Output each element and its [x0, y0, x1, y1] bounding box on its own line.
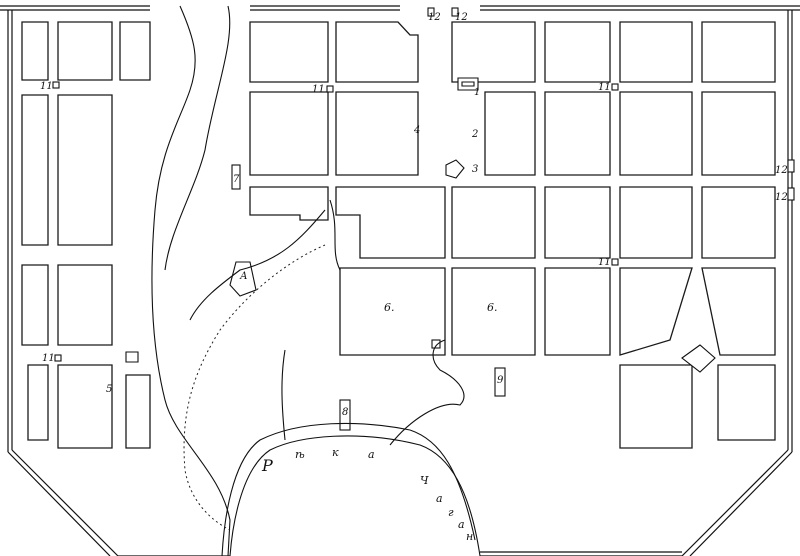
church-icon: [431, 339, 441, 349]
label-8: 8: [342, 407, 349, 418]
block: [619, 91, 693, 176]
church-icon: [681, 344, 716, 373]
block: [249, 21, 329, 83]
label-6b: 6.: [487, 301, 498, 314]
label-3: 3: [472, 164, 479, 175]
block: [701, 186, 776, 259]
block: [125, 374, 151, 449]
label-6a: 6.: [384, 301, 395, 314]
label-11c: 11: [598, 82, 611, 93]
river: [151, 5, 481, 556]
block: [335, 186, 446, 259]
label-11e: 11: [42, 353, 55, 364]
block: [335, 21, 419, 83]
gate-label-right-upper: 12: [775, 165, 788, 176]
block: [451, 21, 536, 83]
block: [335, 91, 419, 176]
marker: [52, 81, 60, 89]
block: [544, 267, 611, 356]
river-letter: а: [458, 518, 465, 531]
block: [57, 21, 113, 81]
block: [544, 186, 611, 259]
block: [544, 91, 611, 176]
legend-label-a: А: [240, 271, 248, 282]
marker: [54, 354, 62, 362]
label-9: 9: [497, 375, 504, 386]
block: [249, 91, 329, 176]
block: [484, 91, 536, 176]
fortification-wall: [0, 5, 800, 556]
block: [57, 264, 113, 346]
marker: [611, 83, 619, 91]
marker: [787, 187, 795, 201]
label-5: 5: [106, 384, 113, 395]
church-icon: [125, 351, 139, 363]
river-letter: ѣ: [295, 448, 305, 461]
block: [57, 94, 113, 246]
church-symbols: [125, 77, 716, 373]
marker: [326, 85, 334, 93]
square-markers: [52, 7, 795, 431]
marker: [611, 258, 619, 266]
label-7: 7: [233, 174, 240, 185]
block: [27, 364, 49, 441]
marker: [494, 367, 506, 397]
marker: [451, 7, 459, 17]
block: [619, 186, 693, 259]
river-letter: Ч: [420, 474, 429, 487]
block: [21, 21, 49, 81]
block: [57, 364, 113, 449]
gate-label-top-left: 12: [428, 12, 441, 23]
block: [717, 364, 776, 441]
block: [21, 264, 49, 346]
block: [619, 21, 693, 83]
label-11b: 11: [312, 84, 325, 95]
marker: [231, 164, 241, 190]
block: [701, 21, 776, 83]
label-4: 4: [414, 125, 421, 136]
river-letter: Р: [262, 456, 273, 475]
block: [619, 267, 693, 356]
marker: [339, 399, 351, 431]
block: [619, 364, 693, 449]
block: [451, 267, 536, 356]
block: [339, 267, 446, 356]
block: [544, 21, 611, 83]
city-blocks: [21, 21, 776, 449]
block: [249, 186, 329, 221]
church-icon: [457, 77, 479, 91]
block: [701, 267, 776, 356]
block: [701, 91, 776, 176]
river-letter: к: [332, 446, 339, 459]
label-11a: 11: [40, 81, 53, 92]
label-2: 2: [472, 129, 479, 140]
block: [119, 21, 151, 81]
church-icon: [445, 159, 465, 179]
label-1: 1: [474, 87, 481, 98]
gate-label-top-right: 12: [455, 12, 468, 23]
river-letter: г: [448, 506, 454, 519]
block: [21, 94, 49, 246]
marker: [427, 7, 435, 17]
church-icon: [229, 261, 257, 297]
river-letter: а: [368, 448, 375, 461]
gate-label-right-lower: 12: [775, 192, 788, 203]
label-11d: 11: [598, 257, 611, 268]
river-letter: а: [436, 492, 443, 505]
marker: [787, 159, 795, 173]
river-letter: н: [466, 530, 474, 543]
block: [451, 186, 536, 259]
